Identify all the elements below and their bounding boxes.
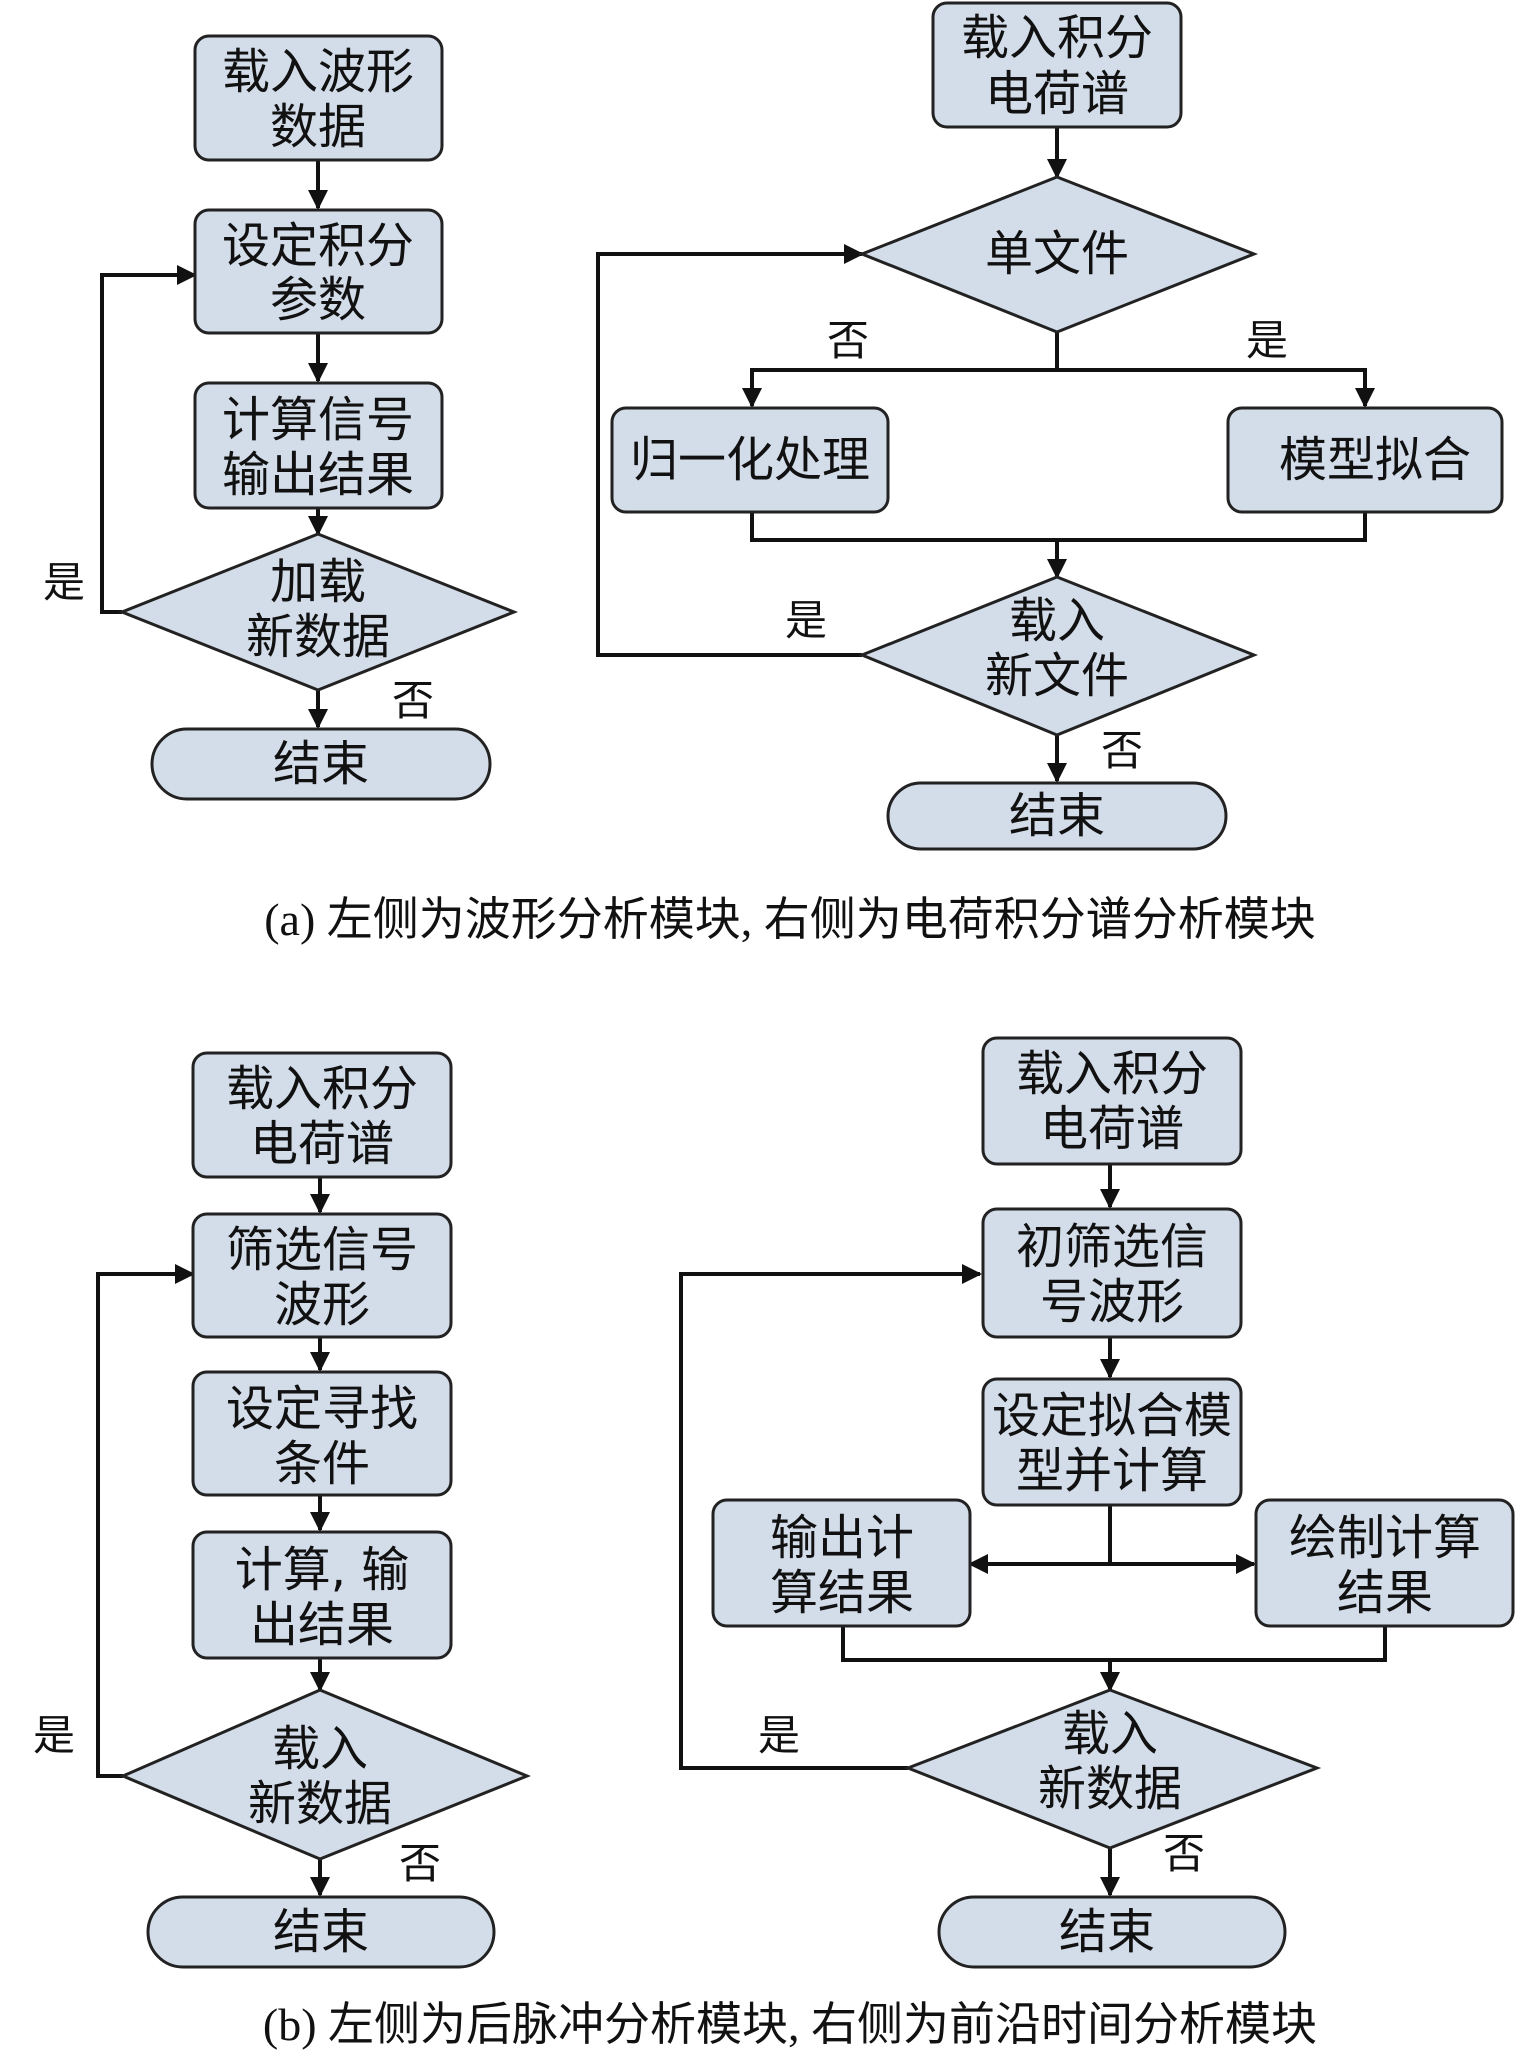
normalize-label: 归一化处理 (630, 432, 870, 488)
end-label-a-left: 结束 (273, 736, 369, 792)
no-label-single-file: 否 (827, 316, 869, 365)
loop-arrow-b-l (96, 1264, 195, 1778)
load-new-data-decision-br (903, 1688, 1322, 1850)
load-spectrum-label-bl-1: 载入积分 (226, 1061, 418, 1117)
prefilter-label-2: 号波形 (1040, 1274, 1184, 1330)
load-new-data-decision (117, 532, 519, 692)
yes-label-b-left: 是 (33, 1711, 75, 1760)
set-params-label-2: 参数 (270, 272, 366, 328)
load-waveform-box (193, 34, 444, 162)
compute-output-box (193, 381, 444, 510)
caption-a: (a) 左侧为波形分析模块, 右侧为电荷积分谱分析模块 (264, 894, 1316, 945)
panel-b-left-flow: 载入积分 电荷谱 筛选信号 波形 设定寻找 条件 计算, 输 出结果 载入 新数… (33, 1051, 531, 1969)
end-terminal-a-right (886, 781, 1228, 851)
compute-output-box-b (191, 1530, 453, 1660)
prefilter-label-1: 初筛选信 (1016, 1219, 1208, 1275)
load-waveform-label-2: 数据 (270, 99, 366, 155)
arrow-a-r-no (742, 332, 1059, 408)
yes-label-b-right: 是 (758, 1711, 800, 1760)
panel-b-right-flow: 载入积分 电荷谱 初筛选信 号波形 设定拟合模 型并计算 输出计 算结果 绘制计… (679, 1036, 1515, 1969)
load-new-file-label-1: 载入 (1009, 593, 1105, 649)
yes-label-new-file: 是 (785, 596, 827, 645)
single-file-label: 单文件 (985, 226, 1129, 282)
no-label-b-right: 否 (1163, 1829, 1205, 1878)
load-new-file-label-2: 新文件 (985, 648, 1129, 704)
load-spectrum-label-br-1: 载入积分 (1016, 1046, 1208, 1102)
loop-arrow-b-r (679, 1264, 982, 1770)
load-new-data-label-bl-2: 新数据 (248, 1776, 392, 1832)
load-spectrum-box-b-left (191, 1051, 453, 1179)
filter-waveform-label-2: 波形 (274, 1277, 370, 1333)
prefilter-box (981, 1207, 1243, 1339)
model-fit-box (1226, 406, 1504, 514)
output-result-label-2: 算结果 (770, 1565, 914, 1621)
end-label-b-right: 结束 (1059, 1904, 1155, 1960)
filter-waveform-box (191, 1212, 453, 1339)
set-search-label-2: 条件 (274, 1436, 370, 1492)
load-new-data-label-br-1: 载入 (1062, 1706, 1158, 1762)
merge-line-b-r (841, 1626, 1387, 1662)
end-terminal-b-left (146, 1895, 496, 1969)
load-spectrum-label-a-2: 电荷谱 (985, 66, 1129, 122)
plot-result-label-1: 绘制计算 (1289, 1510, 1481, 1566)
no-label-b-left: 否 (399, 1839, 441, 1888)
caption-b: (b) 左侧为后脉冲分析模块, 右侧为前沿时间分析模块 (263, 1999, 1317, 2050)
load-spectrum-label-br-2: 电荷谱 (1040, 1101, 1184, 1157)
load-new-data-decision-bl (119, 1688, 531, 1861)
load-spectrum-label-bl-2: 电荷谱 (250, 1116, 394, 1172)
yes-label-single-file: 是 (1246, 316, 1288, 365)
panel-a-right-flow: 载入积分 电荷谱 单文件 否 是 归一化处理 模型拟合 载入 新文件 是 否 结… (596, 1, 1504, 851)
single-file-decision (857, 175, 1259, 334)
load-spectrum-label-a-1: 载入积分 (961, 10, 1153, 66)
model-fit-label: 模型拟合 (1279, 432, 1471, 488)
load-new-file-decision (858, 575, 1259, 737)
loop-arrow-a-r (596, 244, 864, 657)
compute-output-label-b-2: 出结果 (250, 1597, 394, 1653)
load-new-data-label-bl-1: 载入 (272, 1721, 368, 1777)
plot-result-label-2: 结果 (1337, 1565, 1433, 1621)
end-terminal-a-left (150, 727, 492, 801)
load-new-data-label-1: 加载 (270, 554, 366, 610)
set-params-label-1: 设定积分 (222, 218, 414, 274)
end-terminal-b-right (937, 1895, 1287, 1969)
arrow-a-r-yes (1057, 368, 1375, 408)
load-new-data-label-br-2: 新数据 (1038, 1761, 1182, 1817)
set-model-box (981, 1377, 1243, 1507)
set-model-label-2: 型并计算 (1016, 1443, 1208, 1499)
plot-result-box (1254, 1498, 1515, 1628)
no-label-new-file: 否 (1101, 726, 1143, 775)
arrow-b-r-output (968, 1505, 1112, 1574)
filter-waveform-label-1: 筛选信号 (226, 1222, 418, 1278)
compute-output-label-1: 计算信号 (222, 392, 414, 448)
end-label-a-right: 结束 (1009, 788, 1105, 844)
load-new-data-label-2: 新数据 (246, 609, 390, 665)
load-waveform-label-1: 载入波形 (222, 44, 414, 100)
set-search-box (191, 1370, 453, 1497)
set-params-box (193, 208, 444, 335)
set-search-label-1: 设定寻找 (226, 1381, 418, 1437)
output-result-label-1: 输出计 (770, 1510, 914, 1566)
load-spectrum-box-a (931, 1, 1183, 129)
end-label-b-left: 结束 (273, 1904, 369, 1960)
set-model-label-1: 设定拟合模 (992, 1388, 1232, 1444)
panel-a-left-flow: 载入波形 数据 设定积分 参数 计算信号 输出结果 加载 新数据 是 否 结束 (43, 34, 519, 801)
compute-output-label-2: 输出结果 (222, 447, 414, 503)
yes-label-a-left: 是 (43, 558, 85, 607)
output-result-box (711, 1498, 972, 1628)
compute-output-label-b-1: 计算, 输 (235, 1542, 410, 1598)
load-spectrum-box-b-right (981, 1036, 1243, 1166)
no-label-a-left: 否 (392, 676, 434, 725)
merge-line-a-r (750, 512, 1367, 542)
normalize-box (610, 406, 890, 514)
loop-arrow-a-l (100, 265, 197, 614)
